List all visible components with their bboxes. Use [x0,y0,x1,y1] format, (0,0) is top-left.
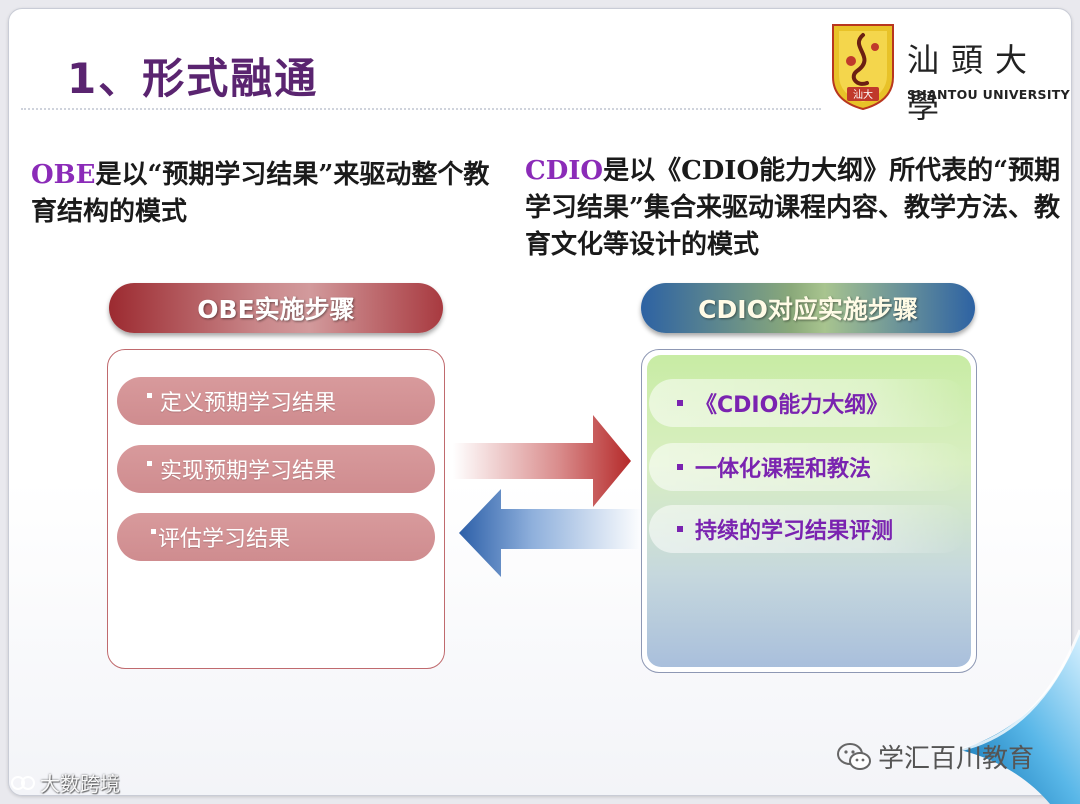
cdio-step-item: 《CDIO能力大纲》 [649,379,967,427]
emblem-text: 汕大 [853,88,873,101]
obe-step-item: 实现预期学习结果 [117,445,435,493]
university-logo: 汕大 汕頭大學 SHANTOU UNIVERSITY [827,17,1071,125]
watermark-left: 大数跨境 [10,768,120,797]
obe-steps-header: OBE实施步骤 [109,283,443,333]
cdio-description: CDIO是以《CDIO能力大纲》所代表的“预期学习结果”集合来驱动课程内容、教学… [525,153,1065,264]
obe-step-label: 定义预期学习结果 [160,391,337,416]
university-name-en: SHANTOU UNIVERSITY [907,87,1070,102]
slide: 1、形式融通 汕大 汕頭大學 SHANTOU UNIVERSITY OBE是以“… [8,8,1072,796]
obe-keyword: OBE [31,160,96,190]
obe-step-label: 实现预期学习结果 [160,459,337,484]
bullet-icon [147,460,152,466]
blue-left-arrow-icon [459,489,643,577]
cdio-step-label: 《CDIO能力大纲》 [695,393,889,418]
obe-step-item: 定义预期学习结果 [117,377,435,425]
logo-mark-icon [11,775,35,790]
exchange-arrows [453,415,643,577]
watermark-right-text: 学汇百川教育 [878,744,1035,774]
cdio-steps-header: CDIO对应实施步骤 [641,283,975,333]
bullet-icon [677,526,683,532]
obe-step-item: 评估学习结果 [117,513,435,561]
cdio-keyword: CDIO [525,156,604,186]
cdio-step-item: 持续的学习结果评测 [649,505,967,553]
watermark-left-text: 大数跨境 [40,772,120,796]
bullet-icon [677,464,683,470]
obe-description: OBE是以“预期学习结果”来驱动整个教育结构的模式 [31,157,501,231]
cdio-step-item: 一体化课程和教法 [649,443,967,491]
cdio-description-text: 是以《CDIO能力大纲》所代表的“预期学习结果”集合来驱动课程内容、教学方法、教… [525,156,1061,260]
bullet-icon [677,400,683,406]
cdio-step-label: 持续的学习结果评测 [695,519,894,544]
university-name-cn: 汕頭大學 [907,41,1040,125]
cdio-step-label: 一体化课程和教法 [695,457,872,482]
university-emblem-icon: 汕大 [832,24,894,111]
wechat-icon [837,742,871,770]
watermark-right: 学汇百川教育 [836,738,1034,775]
obe-description-text: 是以“预期学习结果”来驱动整个教育结构的模式 [31,160,490,227]
red-right-arrow-icon [453,415,631,507]
title-divider [21,108,821,110]
page-title: 1、形式融通 [67,54,319,103]
page-curl-decoration [959,629,1080,804]
bullet-icon [151,528,156,534]
obe-step-label: 评估学习结果 [158,527,291,552]
bullet-icon [147,392,152,398]
